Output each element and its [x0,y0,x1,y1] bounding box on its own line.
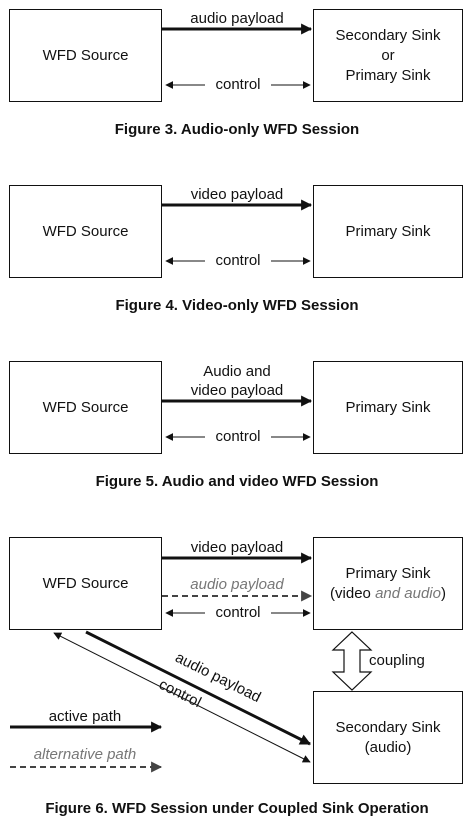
fig6-audio-alt-label: audio payload [190,576,284,593]
fig5-primary-sink-box: Primary Sink [313,361,463,454]
fig4-caption: Figure 4. Video-only WFD Session [115,297,359,314]
fig5-wfd-source-box: WFD Source [9,361,162,454]
fig6-source-label: WFD Source [42,574,129,592]
fig5-sink-label: Primary Sink [345,398,431,416]
fig6-secondary-line2: (audio) [364,738,412,756]
legend-alternative-label: alternative path [33,746,137,763]
fig4-primary-sink-box: Primary Sink [313,185,463,278]
fig4-wfd-source-box: WFD Source [9,185,162,278]
fig5-payload-line2: video payload [190,382,284,399]
fig3-caption: Figure 3. Audio-only WFD Session [114,121,360,138]
fig5-source-label: WFD Source [42,398,129,416]
fig4-control-label: control [215,252,261,269]
fig6-secondary-line1: Secondary Sink [335,718,441,736]
fig6-primary-sink-box: Primary Sink (video and audio) [313,537,463,630]
fig6-coupling-double-arrow [331,631,373,691]
fig3-source-label: WFD Source [42,46,129,64]
fig6-caption: Figure 6. WFD Session under Coupled Sink… [45,800,429,817]
fig6-control-label: control [215,604,261,621]
fig6-diag-control-arrow [53,632,311,763]
fig5-payload-line1: Audio and [203,363,271,380]
fig6-video-payload-label: video payload [190,539,284,556]
fig6-secondary-sink-box: Secondary Sink (audio) [313,691,463,784]
fig3-sink-box: Secondary Sink or Primary Sink [313,9,463,102]
fig4-source-label: WFD Source [42,222,129,240]
fig5-control-label: control [215,428,261,445]
fig5-caption: Figure 5. Audio and video WFD Session [95,473,379,490]
fig6-coupling-label: coupling [369,652,425,669]
fig3-control-label: control [215,76,261,93]
fig3-sink-line2: or [381,46,395,64]
fig6-primary-line2: (video and audio) [330,584,446,602]
fig4-sink-label: Primary Sink [345,222,431,240]
legend-active-label: active path [48,708,122,725]
fig6-primary-line1: Primary Sink [345,564,431,582]
fig4-payload-label: video payload [190,186,284,203]
fig6-wfd-source-box: WFD Source [9,537,162,630]
fig3-wfd-source-box: WFD Source [9,9,162,102]
fig3-payload-label: audio payload [190,10,284,27]
fig3-sink-line1: Secondary Sink [335,26,441,44]
fig3-sink-line3: Primary Sink [345,66,431,84]
